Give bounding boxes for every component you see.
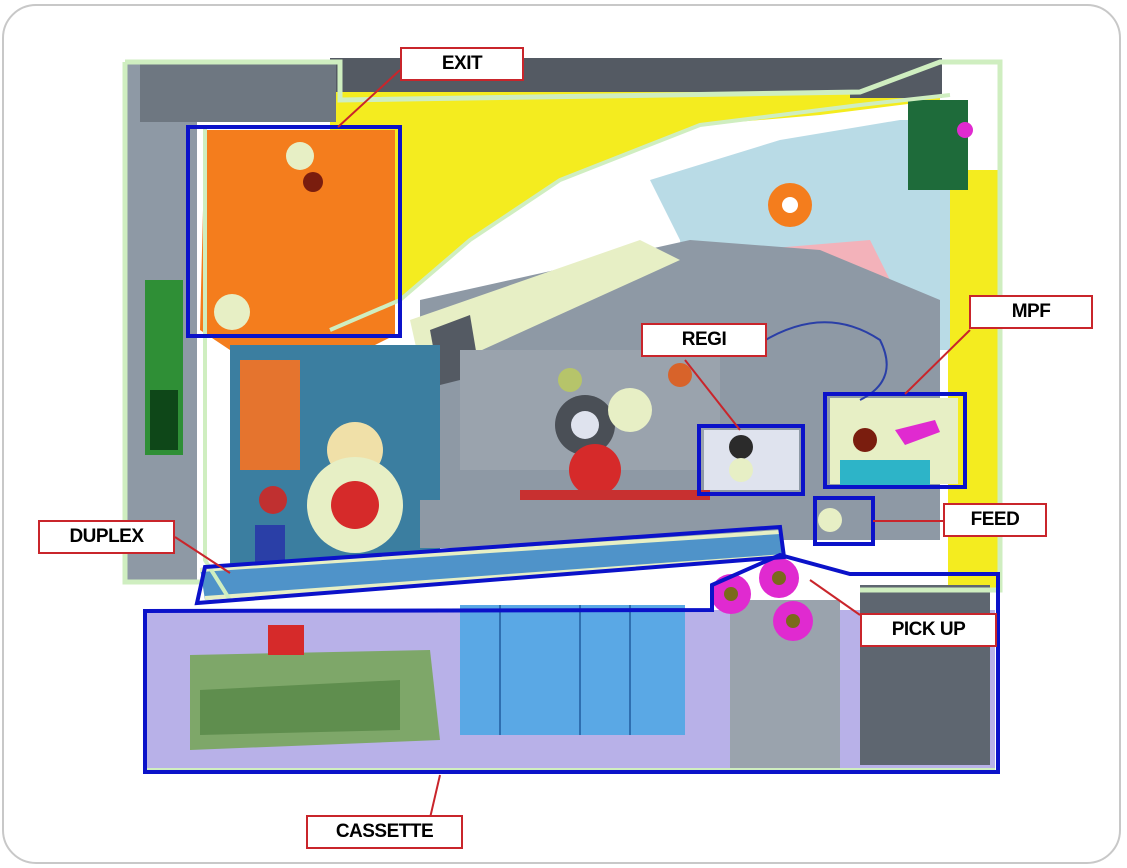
feed-label: FEED — [943, 503, 1047, 537]
pickup-zone-box — [143, 552, 1000, 774]
toner-cartridge — [460, 605, 685, 735]
duplex-label: DUPLEX — [38, 520, 175, 554]
regi-zone-box — [697, 424, 805, 496]
exit-label: EXIT — [400, 47, 524, 81]
regi-roller-block — [704, 430, 799, 490]
mpf-zone-box — [823, 392, 967, 489]
frame-outline — [122, 59, 1003, 593]
exit-zone-box — [186, 125, 402, 338]
mpf-label: MPF — [969, 295, 1093, 329]
zone-boxes — [143, 125, 1000, 774]
regi-label: REGI — [641, 323, 767, 357]
exit-assembly — [200, 130, 395, 360]
callout-lines — [174, 69, 971, 819]
top-cover — [330, 62, 940, 330]
duplex-path — [200, 530, 785, 600]
pickup-label: PICK UP — [860, 613, 997, 647]
cassette-label: CASSETTE — [306, 815, 463, 849]
